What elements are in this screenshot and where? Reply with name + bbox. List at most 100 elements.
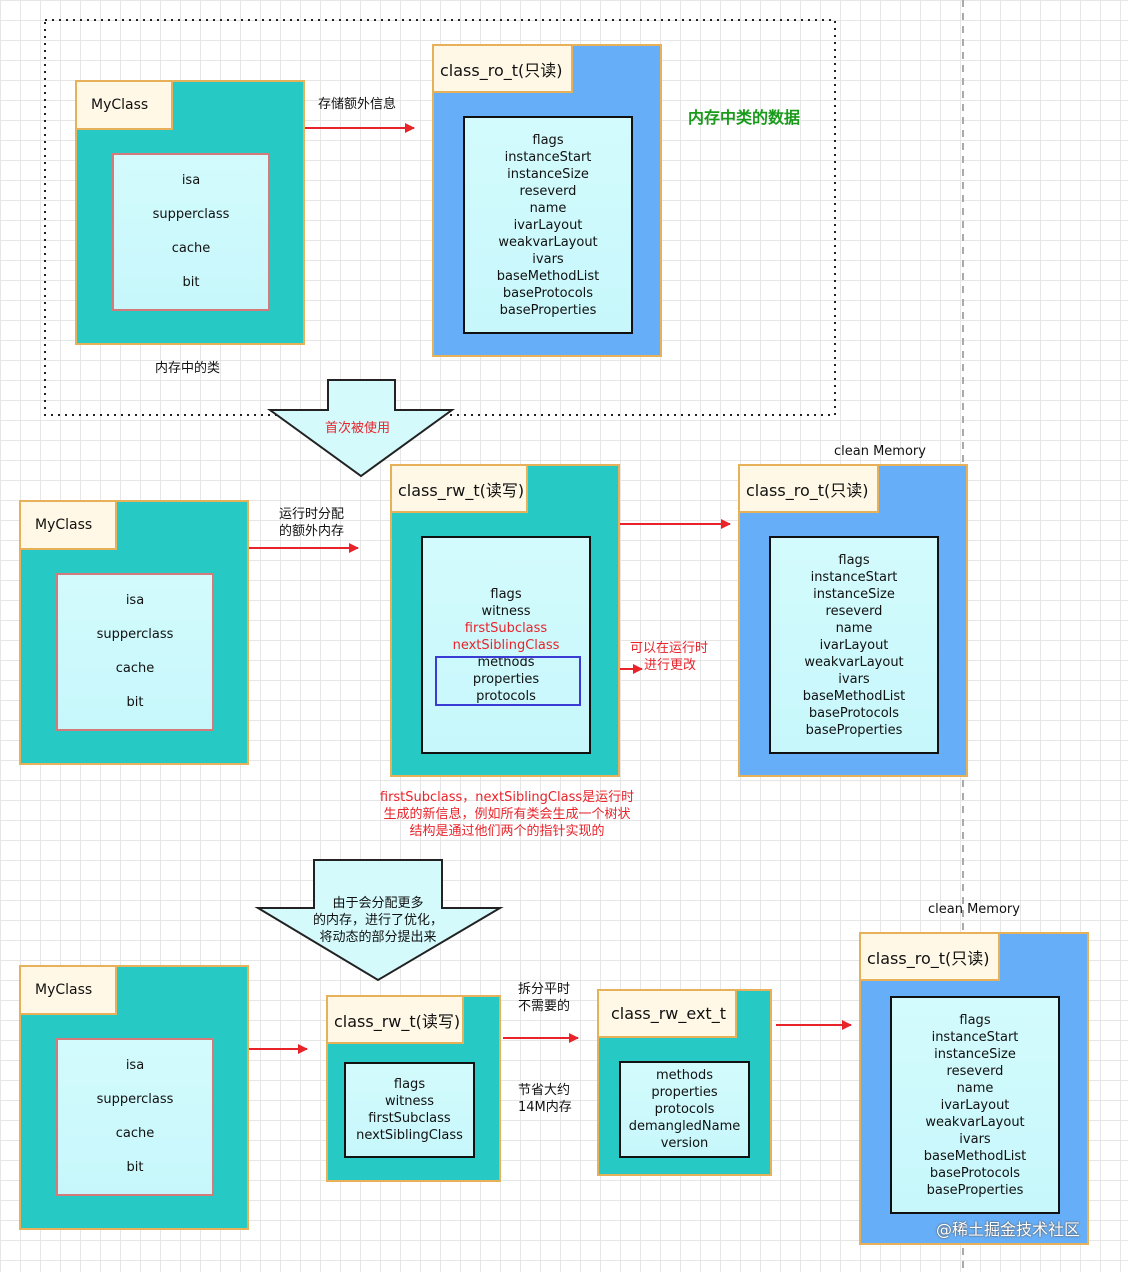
field-methods: methods — [477, 655, 535, 670]
myclass-tab-1: MyClass — [75, 80, 173, 130]
field-bit: bit — [126, 695, 144, 710]
field-supperclass: supperclass — [96, 1092, 174, 1107]
field-baseProperties: baseProperties — [926, 1182, 1024, 1198]
field-instanceStart: instanceStart — [810, 569, 898, 585]
field-isa: isa — [125, 1058, 145, 1073]
field-reseverd: reseverd — [519, 183, 577, 199]
note-line-2: 生成的新信息，例如所有类会生成一个树状 — [383, 807, 631, 822]
field-demangledName: demangledName — [628, 1119, 741, 1134]
field-reseverd: reseverd — [946, 1063, 1004, 1079]
myclass-tab-2: MyClass — [19, 500, 117, 550]
field-name: name — [835, 620, 873, 636]
field-instanceStart: instanceStart — [931, 1029, 1019, 1045]
myclass-box-2: MyClass isa supperclass cache bit — [19, 500, 249, 765]
split-label: 拆分平时 不需要的 — [518, 981, 570, 1015]
field-weakvarLayout: weakvarLayout — [804, 654, 904, 670]
field-protocols: protocols — [654, 1102, 715, 1117]
memory-region-outline — [44, 19, 836, 416]
optimize-line-3: 将动态的部分提出来 — [319, 930, 437, 945]
runtime-modify-label: 可以在运行时 进行更改 — [630, 640, 708, 674]
field-isa: isa — [181, 173, 201, 188]
rw-tab-3: class_rw_t(读写) — [326, 995, 464, 1044]
field-nextSiblingClass: nextSiblingClass — [356, 1128, 463, 1143]
field-baseMethodList: baseMethodList — [496, 268, 600, 284]
note-line-1: firstSubclass，nextSiblingClass是运行时 — [379, 790, 635, 805]
myclass-fields-2: isa supperclass cache bit — [56, 573, 214, 731]
field-ivars: ivars — [959, 1131, 991, 1147]
field-cache: cache — [171, 241, 211, 256]
modify-line-1: 可以在运行时 — [630, 641, 709, 656]
watermark: @稀土掘金技术社区 — [936, 1220, 1081, 1239]
save-memory-label: 节省大约 14M内存 — [518, 1082, 572, 1116]
field-instanceSize: instanceSize — [507, 166, 589, 182]
ro-tab-2: class_ro_t(只读) — [738, 464, 879, 513]
field-flags: flags — [490, 587, 522, 602]
save-line-2: 14M内存 — [518, 1100, 572, 1115]
field-supperclass: supperclass — [96, 627, 174, 642]
myclass-caption: 内存中的类 — [155, 361, 221, 376]
field-baseProtocols: baseProtocols — [929, 1165, 1021, 1181]
runtime-info-note: firstSubclass，nextSiblingClass是运行时 生成的新信… — [362, 789, 652, 840]
field-bit: bit — [126, 1160, 144, 1175]
down-arrow-1 — [266, 379, 456, 478]
clean-memory-label-3: clean Memory — [928, 902, 1020, 917]
runtime-alloc-line-1: 运行时分配 — [279, 507, 345, 522]
field-cache: cache — [115, 661, 155, 676]
field-nextSiblingClass: nextSiblingClass — [452, 638, 560, 653]
field-ivars: ivars — [532, 251, 564, 267]
field-properties: properties — [472, 672, 540, 687]
store-extra-label: 存储额外信息 — [318, 97, 397, 112]
down-arrow-2 — [254, 859, 504, 982]
myclass-fields-1: isa supperclass cache bit — [112, 153, 270, 311]
rw-tab-2: class_rw_t(读写) — [390, 464, 528, 513]
field-ivars: ivars — [838, 671, 870, 687]
field-weakvarLayout: weakvarLayout — [498, 234, 598, 250]
field-isa: isa — [125, 593, 145, 608]
field-cache: cache — [115, 1126, 155, 1141]
optimize-line-1: 由于会分配更多 — [332, 896, 424, 911]
field-flags: flags — [393, 1077, 426, 1092]
note-line-3: 结构是通过他们两个的指针实现的 — [409, 824, 605, 839]
ro-tab-1: class_ro_t(只读) — [432, 44, 573, 93]
optimize-line-2: 的内存，进行了优化， — [312, 913, 443, 928]
field-ivarLayout: ivarLayout — [513, 217, 583, 233]
field-instanceSize: instanceSize — [934, 1046, 1016, 1062]
field-ivarLayout: ivarLayout — [819, 637, 889, 653]
field-bit: bit — [182, 275, 200, 290]
myclass-fields-3: isa supperclass cache bit — [56, 1038, 214, 1196]
mutable-fields-highlight — [435, 656, 581, 706]
field-instanceStart: instanceStart — [504, 149, 592, 165]
split-line-2: 不需要的 — [518, 999, 571, 1014]
field-weakvarLayout: weakvarLayout — [925, 1114, 1025, 1130]
field-baseProperties: baseProperties — [805, 722, 903, 738]
optimize-label: 由于会分配更多 的内存，进行了优化， 将动态的部分提出来 — [298, 895, 458, 946]
myclass-tab-3: MyClass — [19, 965, 117, 1015]
field-baseProperties: baseProperties — [499, 302, 597, 318]
first-use-label: 首次被使用 — [325, 421, 391, 436]
field-version: version — [660, 1136, 709, 1151]
field-protocols: protocols — [476, 689, 536, 704]
runtime-alloc-label: 运行时分配 的额外内存 — [279, 506, 344, 540]
field-witness: witness — [481, 604, 531, 619]
field-baseMethodList: baseMethodList — [802, 688, 906, 704]
field-name: name — [956, 1080, 994, 1096]
runtime-alloc-line-2: 的额外内存 — [279, 524, 345, 539]
field-methods: methods — [656, 1068, 713, 1083]
ext-tab-3: class_rw_ext_t — [597, 989, 737, 1038]
field-reseverd: reseverd — [825, 603, 883, 619]
rw-box-2: class_rw_t(读写) flags witness firstSubcla… — [390, 464, 620, 777]
field-name: name — [529, 200, 567, 216]
clean-memory-label-2: clean Memory — [834, 444, 926, 459]
field-flags: flags — [838, 552, 870, 568]
